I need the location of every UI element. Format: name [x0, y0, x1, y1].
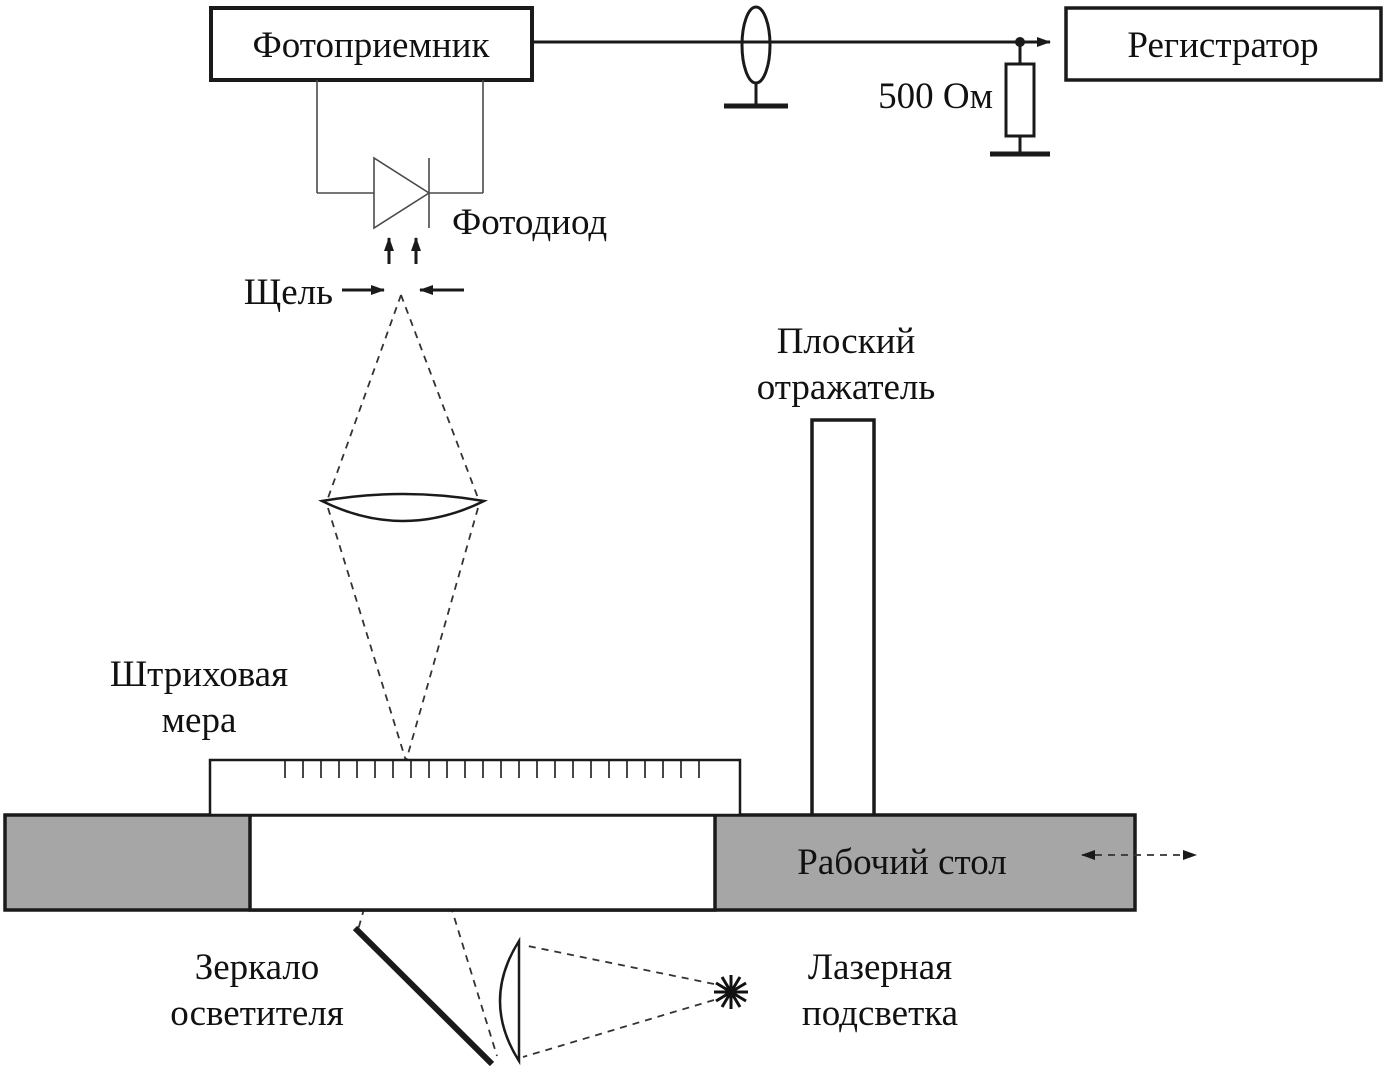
objective-lens-icon [318, 492, 488, 523]
laser-label-line1: Лазерная [808, 947, 952, 988]
flat-reflector-group: Плоский отражатель [757, 321, 936, 818]
line-scale-label-line1: Штриховая [110, 654, 288, 695]
laser-starburst-icon [714, 975, 748, 1009]
illuminator-mirror-label-line2: осветителя [170, 993, 344, 1034]
resistor-icon [1004, 62, 1036, 138]
flat-reflector-rect [810, 418, 876, 818]
photodiode-group: Фотодиод [316, 80, 607, 264]
slit-group: Щель [244, 272, 464, 313]
slit-label: Щель [244, 272, 333, 313]
probe-loop-symbol [724, 5, 788, 109]
photodiode-triangle-icon [373, 156, 431, 230]
photodiode-label: Фотодиод [452, 202, 607, 243]
ray-laser-to-lens-top [522, 944, 715, 985]
recorder-label: Регистратор [1127, 25, 1318, 66]
line-scale-group: Штриховая мера [110, 654, 742, 817]
ray-laser-to-lens-bottom [522, 999, 715, 1058]
line-scale-label-line2: мера [162, 700, 237, 741]
resistor-label: 500 Ом [878, 76, 993, 117]
flat-reflector-label-line2: отражатель [757, 367, 936, 408]
ray-slit-to-lens-left [327, 294, 402, 499]
optical-rays [327, 294, 715, 1058]
signal-wire-group [532, 37, 1051, 47]
line-scale-rect [208, 758, 742, 817]
ray-slit-to-lens-right [400, 294, 479, 499]
work-table-group: Рабочий стол [3, 813, 1197, 912]
resistor-group: 500 Ом [878, 42, 1050, 157]
scale-tick-marks [284, 761, 700, 778]
photodetector-box: Фотоприемник [209, 6, 534, 82]
recorder-box: Регистратор [1064, 6, 1383, 82]
condenser-lens-icon [498, 936, 521, 1066]
loop-ellipse-icon [740, 5, 772, 85]
laser-group: Лазерная подсветка [714, 947, 958, 1034]
flat-reflector-label-line1: Плоский [777, 321, 916, 362]
recorder-rect [1064, 6, 1383, 82]
laser-label-line2: подсветка [802, 993, 958, 1034]
table-window-rect [248, 813, 717, 912]
photodetector-rect [209, 6, 534, 82]
work-table-label: Рабочий стол [797, 842, 1006, 883]
illuminator-mirror-icon [352, 925, 495, 1067]
photodetector-label: Фотоприемник [253, 25, 491, 66]
illuminator-mirror-label-line1: Зеркало [195, 947, 320, 988]
illuminator-group: Зеркало осветителя [170, 925, 521, 1067]
